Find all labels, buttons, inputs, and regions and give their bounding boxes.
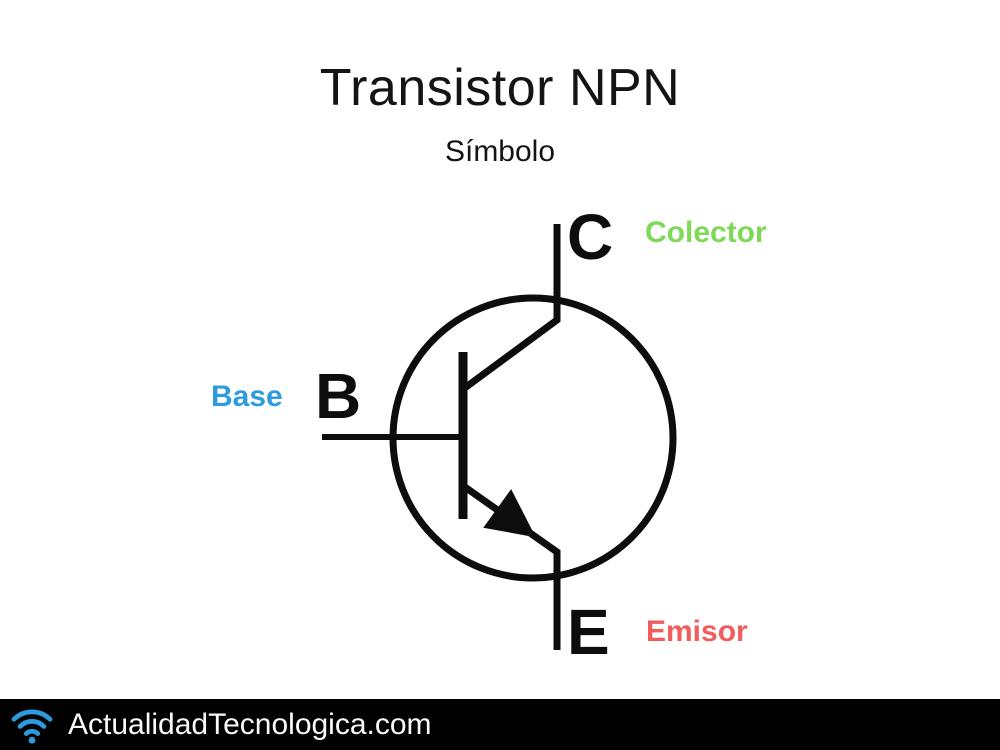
wifi-icon — [11, 708, 53, 744]
emitter-lead — [459, 482, 561, 650]
page-title: Transistor NPN — [319, 59, 681, 117]
collector-label: Colector — [645, 216, 767, 249]
emitter-arrow — [483, 489, 536, 538]
emitter-terminal-letter: E — [567, 596, 610, 668]
base-terminal-letter: B — [315, 360, 362, 432]
footer-site-text: ActualidadTecnologica.com — [68, 707, 432, 741]
base-label: Base — [211, 380, 283, 413]
subtitle: Símbolo — [444, 135, 556, 168]
collector-terminal-letter: C — [567, 201, 614, 273]
emitter-label: Emisor — [646, 615, 748, 648]
footer-bar: ActualidadTecnologica.com — [0, 699, 1000, 750]
collector-lead — [459, 224, 561, 393]
